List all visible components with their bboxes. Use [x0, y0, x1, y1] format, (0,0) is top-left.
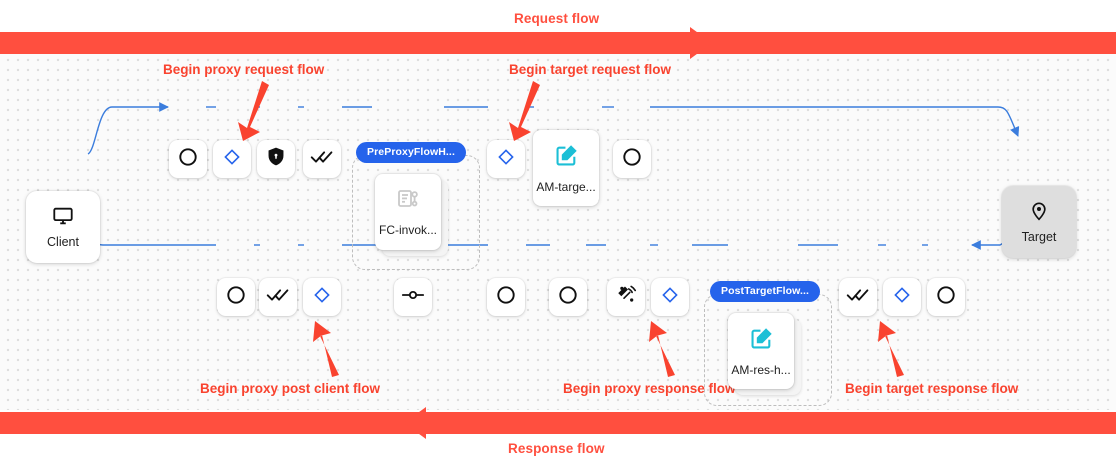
response-flow-label: Response flow: [508, 441, 605, 456]
node-res-node-dot[interactable]: [394, 278, 432, 316]
node-res-circle-a[interactable]: [487, 278, 525, 316]
policy-card-fc-invoke[interactable]: FC-invok...: [375, 174, 441, 250]
policy-card-label-am-res-h: AM-res-h...: [731, 362, 791, 377]
diamond-icon: [312, 285, 332, 310]
shield-lock-icon: [266, 146, 286, 172]
circle-icon: [495, 284, 517, 311]
node-req-security[interactable]: [257, 140, 295, 178]
diamond-icon: [660, 285, 680, 310]
node-req-start-circle[interactable]: [169, 140, 207, 178]
circle-icon: [225, 284, 247, 311]
policy-card-label-fc-invoke: FC-invok...: [378, 223, 437, 237]
request-flow-bar: [0, 32, 1116, 54]
circle-icon: [935, 284, 957, 311]
node-res-circle-b[interactable]: [549, 278, 587, 316]
node-res-client-circle[interactable]: [217, 278, 255, 316]
node-res-proxy-flow[interactable]: [651, 278, 689, 316]
node-res-target-checks[interactable]: [839, 278, 877, 316]
diamond-icon: [222, 147, 242, 172]
policy-card-label-am-target: AM-targe...: [536, 179, 596, 194]
diamond-icon: [496, 147, 516, 172]
policy-card-am-res-h[interactable]: AM-res-h...: [728, 313, 794, 389]
target-node[interactable]: Target: [1002, 186, 1076, 258]
double-check-icon: [266, 285, 290, 310]
annotation-begin-proxy-request-flow: Begin proxy request flow: [163, 62, 325, 77]
node-res-target-circle[interactable]: [927, 278, 965, 316]
circle-icon: [557, 284, 579, 311]
signal-burst-icon: [615, 283, 638, 311]
client-node[interactable]: Client: [26, 191, 100, 263]
circle-icon: [621, 146, 643, 173]
node-req-proxy-flow[interactable]: [213, 140, 251, 178]
target-node-label: Target: [1021, 230, 1057, 244]
node-req-checks[interactable]: [303, 140, 341, 178]
request-flow-label: Request flow: [514, 11, 600, 26]
node-res-target-flow[interactable]: [883, 278, 921, 316]
group-label-posttargetflowhook[interactable]: PostTargetFlow...: [710, 281, 821, 302]
circle-icon: [177, 146, 199, 173]
script-key-icon: [396, 187, 420, 216]
node-dot-icon: [401, 288, 425, 307]
node-req-target-flow[interactable]: [487, 140, 525, 178]
policy-card-am-target[interactable]: AM-targe...: [533, 130, 599, 206]
diagram-canvas[interactable]: [0, 52, 1116, 410]
diamond-icon: [892, 285, 912, 310]
node-res-postclient-flow[interactable]: [303, 278, 341, 316]
annotation-begin-proxy-response-flow: Begin proxy response flow: [563, 381, 736, 396]
location-pin-icon: [1029, 200, 1049, 225]
double-check-icon: [846, 285, 870, 310]
group-label-preproxyflowhook[interactable]: PreProxyFlowH...: [356, 142, 466, 163]
node-req-end-circle[interactable]: [613, 140, 651, 178]
annotation-begin-proxy-post-client-flow: Begin proxy post client flow: [200, 381, 381, 396]
assign-message-icon: [554, 143, 579, 173]
node-res-checks[interactable]: [259, 278, 297, 316]
annotation-begin-target-response-flow: Begin target response flow: [845, 381, 1019, 396]
assign-message-icon: [749, 326, 774, 356]
client-node-label: Client: [47, 235, 79, 249]
monitor-icon: [52, 205, 74, 230]
request-flow-arrowhead: [690, 27, 712, 59]
annotation-begin-target-request-flow: Begin target request flow: [509, 62, 672, 77]
response-flow-bar: [0, 412, 1116, 434]
double-check-icon: [310, 147, 334, 172]
response-flow-arrowhead: [404, 407, 426, 439]
node-res-signal[interactable]: [607, 278, 645, 316]
